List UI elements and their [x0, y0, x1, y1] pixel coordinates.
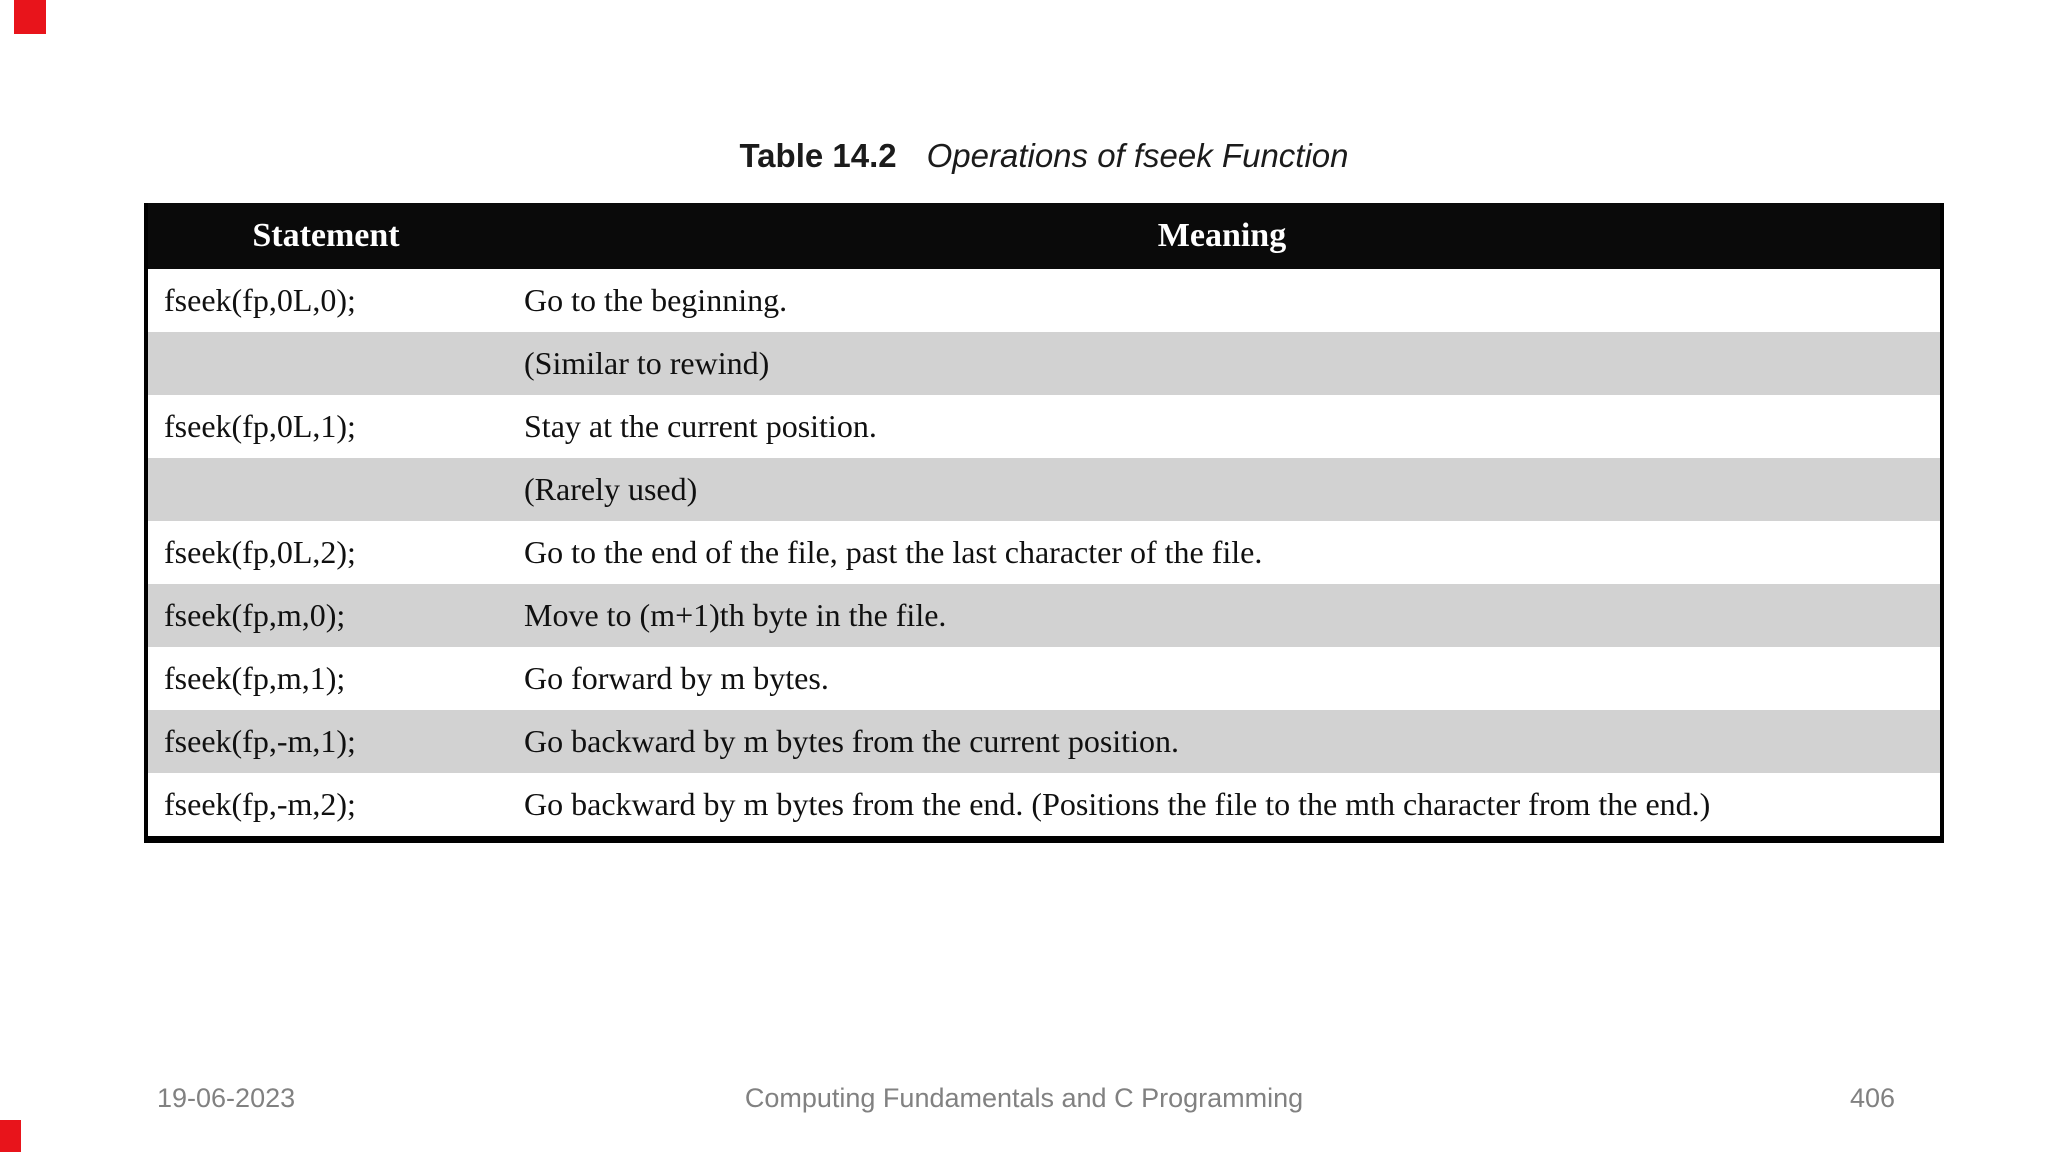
red-corner-mark-bottom [0, 1120, 21, 1152]
table-row: fseek(fp,-m,1); Go backward by m bytes f… [148, 710, 1940, 773]
cell-meaning: Go forward by m bytes. [524, 660, 829, 696]
cell-statement: fseek(fp,0L,2); [164, 534, 356, 570]
cell-meaning: Stay at the current position. [524, 408, 877, 444]
table-caption-title: Operations of fseek Function [926, 137, 1349, 174]
cell-meaning: Go to the end of the file, past the last… [524, 534, 1263, 570]
column-header-statement: Statement [252, 217, 400, 254]
table-caption: Table 14.2 Operations of fseek Function [144, 134, 1944, 178]
cell-meaning: (Similar to rewind) [524, 345, 770, 381]
footer-date: 19-06-2023 [157, 1083, 296, 1113]
cell-meaning: Go to the beginning. [524, 282, 788, 318]
table-header-row: Statement Meaning [148, 203, 1940, 269]
cell-statement: fseek(fp,m,1); [164, 660, 346, 696]
table-caption-label: Table 14.2 [739, 137, 897, 174]
footer-title: Computing Fundamentals and C Programming [744, 1083, 1304, 1113]
cell-meaning: Move to (m+1)th byte in the file. [524, 597, 947, 633]
fseek-operations-table: Statement Meaning fseek(fp,0L,0); Go to … [144, 203, 1944, 843]
red-corner-mark-top [14, 0, 46, 34]
table-row: (Rarely used) [148, 458, 1940, 521]
table-row: fseek(fp,m,0); Move to (m+1)th byte in t… [148, 584, 1940, 647]
cell-statement: fseek(fp,m,0); [164, 597, 346, 633]
table-row: fseek(fp,m,1); Go forward by m bytes. [148, 647, 1940, 710]
table-row: fseek(fp,0L,0); Go to the beginning. [148, 269, 1940, 332]
table-body: fseek(fp,0L,0); Go to the beginning. (Si… [148, 269, 1940, 836]
table-row: fseek(fp,-m,2); Go backward by m bytes f… [148, 773, 1940, 836]
cell-statement: fseek(fp,0L,0); [164, 282, 356, 318]
table-row: fseek(fp,0L,2); Go to the end of the fil… [148, 521, 1940, 584]
cell-statement: fseek(fp,-m,1); [164, 723, 356, 759]
cell-statement: fseek(fp,-m,2); [164, 786, 356, 822]
cell-meaning: Go backward by m bytes from the end. (Po… [524, 786, 1711, 822]
column-header-meaning: Meaning [1157, 217, 1287, 254]
table-row: fseek(fp,0L,1); Stay at the current posi… [148, 395, 1940, 458]
cell-meaning: (Rarely used) [524, 471, 698, 507]
cell-meaning: Go backward by m bytes from the current … [524, 723, 1179, 759]
cell-statement: fseek(fp,0L,1); [164, 408, 356, 444]
table-row: (Similar to rewind) [148, 332, 1940, 395]
footer-page-number: 406 [1849, 1083, 1895, 1113]
